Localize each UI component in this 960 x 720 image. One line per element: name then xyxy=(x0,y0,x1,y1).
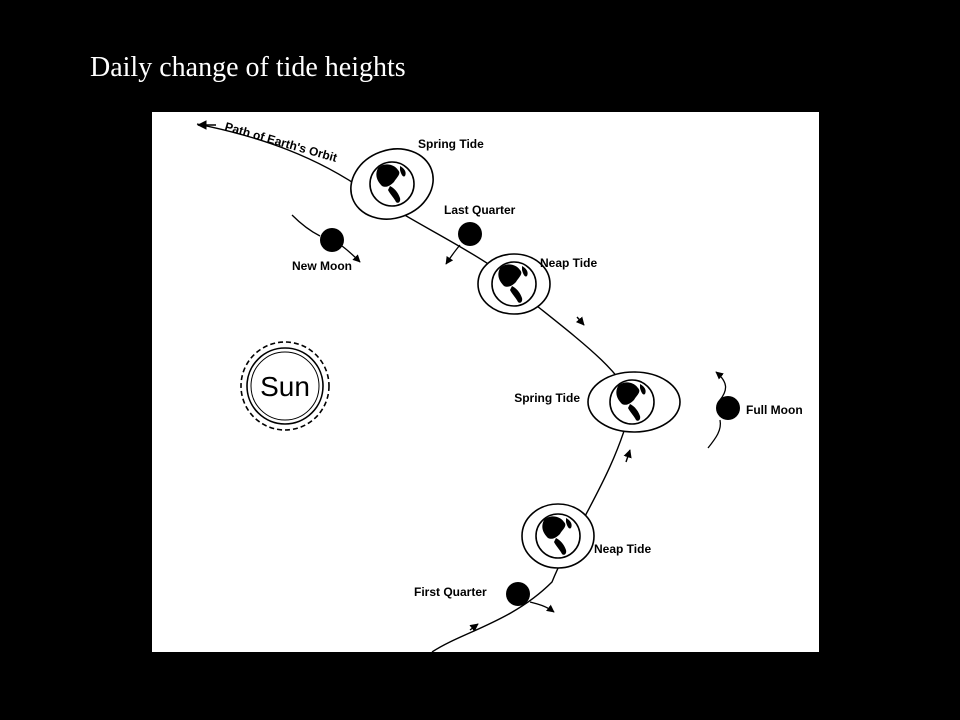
earth-spring-tide-top xyxy=(350,148,434,220)
earth-label-neap-lower: Neap Tide xyxy=(594,542,651,556)
earth-orbit-path xyxy=(196,123,633,652)
earth-icon xyxy=(535,513,581,559)
earth-label-spring-middle: Spring Tide xyxy=(514,391,580,405)
moon-icon xyxy=(458,222,482,246)
earth-label-spring-top: Spring Tide xyxy=(418,137,484,151)
moon-icon xyxy=(506,582,530,606)
tide-diagram: Path of Earth's Orbit Sun Spring Tide Ne… xyxy=(152,112,819,652)
moon-first-quarter xyxy=(506,582,555,613)
moon-last-quarter xyxy=(445,222,482,265)
earth-neap-tide-upper xyxy=(477,253,551,315)
moon-label-full-moon: Full Moon xyxy=(746,403,803,417)
slide-title: Daily change of tide heights xyxy=(90,52,406,83)
sun-icon xyxy=(240,341,330,431)
tide-diagram-svg: Path of Earth's Orbit Sun Spring Tide Ne… xyxy=(196,119,803,652)
earth-icon xyxy=(609,379,655,425)
earth-neap-tide-lower xyxy=(521,503,595,569)
earth-spring-tide-middle xyxy=(587,371,681,433)
moon-icon xyxy=(716,396,740,420)
earth-icon xyxy=(491,261,537,307)
moon-icon xyxy=(320,228,344,252)
orbit-label: Path of Earth's Orbit xyxy=(223,119,339,164)
moon-label-last-quarter: Last Quarter xyxy=(444,203,516,217)
orbit-arrow-icon xyxy=(575,316,585,326)
earth-icon xyxy=(369,161,415,207)
orbit-arrow-icon xyxy=(623,449,632,463)
sun-label: Sun xyxy=(260,371,310,402)
moon-label-first-quarter: First Quarter xyxy=(414,585,487,599)
orbit-arrow-icon xyxy=(469,623,479,632)
earth-label-neap-upper: Neap Tide xyxy=(540,256,597,270)
moon-full-moon xyxy=(707,371,740,449)
moon-new-moon xyxy=(291,214,361,263)
moon-label-new-moon: New Moon xyxy=(292,259,352,273)
